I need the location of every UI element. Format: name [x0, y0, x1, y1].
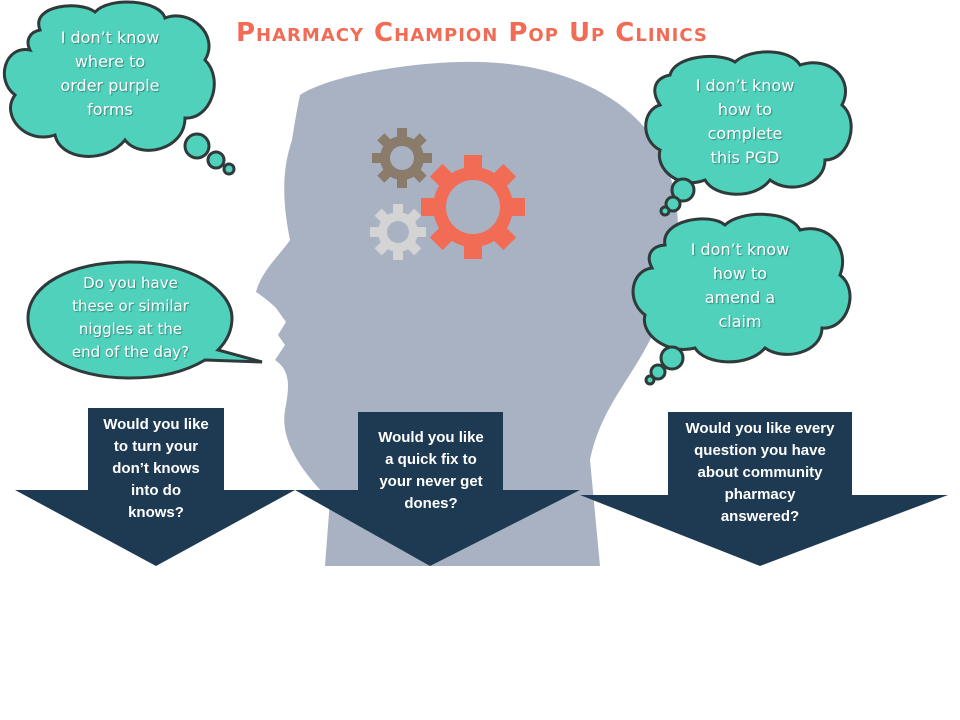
arrow-every-question [580, 412, 948, 566]
arrow-dont-knows [15, 408, 295, 566]
brown-gear-icon [372, 128, 432, 188]
bubble-text-claim: I don’t know how to amend a claim [690, 240, 790, 331]
orange-gear-icon [421, 155, 525, 259]
light-gear-icon [370, 204, 426, 260]
page-title: Pharmacy Champion Pop Up Clinics [236, 18, 708, 48]
bubble-text-purple-forms: I don’t know where to order purple forms [60, 28, 160, 119]
arrow-text-every-question: Would you like every question you have a… [685, 420, 835, 525]
arrow-text-quick-fix: Would you like a quick fix to your never… [378, 429, 484, 512]
thought-bubble-claim [631, 212, 852, 386]
arrow-quick-fix [295, 412, 580, 566]
thought-bubble-purple-forms [2, 0, 236, 176]
bubble-text-pgd: I don’t know how to complete this PGD [695, 76, 795, 167]
thought-bubble-pgd [644, 50, 853, 217]
bubble-text-niggles: Do you have these or similar niggles at … [71, 274, 190, 361]
speech-bubble-niggles [26, 260, 263, 380]
arrow-text-dont-knows: Would you like to turn your don’t knows … [103, 416, 209, 521]
